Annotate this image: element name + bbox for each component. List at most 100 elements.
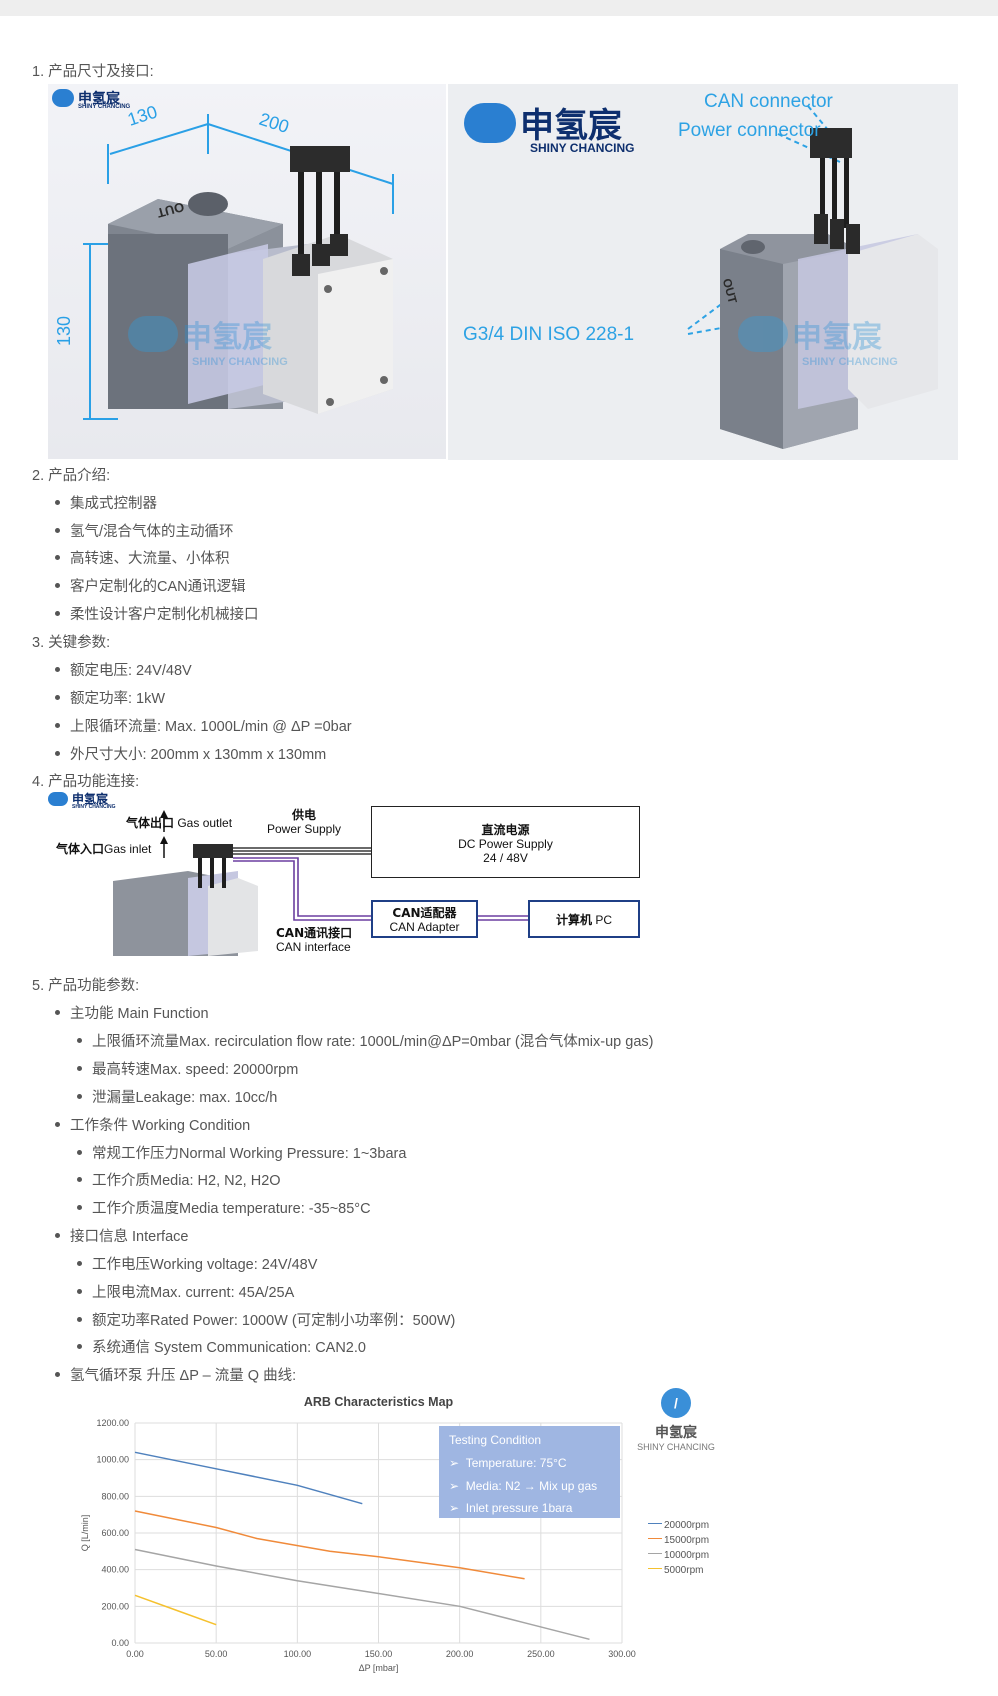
- brand-logo-large-cn: 申氢宸: [520, 106, 623, 146]
- legend-label: 5000rpm: [664, 1565, 704, 1576]
- testing-condition-title: Testing Condition: [449, 1433, 542, 1447]
- series-line-15000rpm: [134, 1510, 525, 1580]
- legend-label: 20000rpm: [664, 1520, 710, 1531]
- bullet-dot: [55, 527, 60, 533]
- section-heading-key-params: 3. 关键参数:: [32, 635, 111, 651]
- legend-item-20000rpm: 20000rpm: [648, 1520, 709, 1531]
- bullet-dot: [55, 610, 60, 616]
- func-item: 额定功率Rated Power: 1000W (可定制小功率例：500W): [77, 1309, 455, 1330]
- section-heading-connection: 4. 产品功能连接:: [32, 774, 140, 790]
- port-out-label-right: OUT: [720, 277, 740, 306]
- can-adapter-box: CAN适配器 CAN Adapter: [371, 900, 478, 938]
- pc-en: PC: [592, 913, 613, 927]
- bullet-dot: [55, 554, 60, 560]
- bullet-dot: [55, 582, 60, 588]
- product-dimensions-image: 130 200 130 OUT 申氢宸 SHINY CHANCING: [48, 84, 446, 459]
- diagram-logo: 申氢宸 SHINY CHANCING: [48, 790, 116, 810]
- bullet-dot: [55, 1009, 60, 1015]
- intro-item: 集成式控制器: [55, 492, 157, 513]
- bullet-dot: [55, 750, 60, 756]
- brand-logo-en: SHINY CHANCING: [78, 104, 131, 110]
- bullet-dot: [77, 1176, 82, 1182]
- legend-label: 15000rpm: [664, 1535, 710, 1546]
- chart-logo-cn: 申氢宸: [655, 1425, 697, 1441]
- legend-swatch: [648, 1537, 662, 1540]
- dc-power-voltage: 24 / 48V: [483, 851, 528, 865]
- testing-condition-item: ➢ Inlet pressure 1bara: [449, 1501, 573, 1515]
- chart-title: ARB Characteristics Map: [304, 1395, 454, 1409]
- func-item: 最高转速Max. speed: 20000rpm: [77, 1058, 298, 1079]
- intro-item: 柔性设计客户定制化机械接口: [55, 603, 259, 624]
- pc-cn: 计算机: [555, 913, 592, 927]
- gas-port-label: G3/4 DIN ISO 228-1: [463, 324, 635, 345]
- bullet-dot: [77, 1316, 82, 1322]
- chart-legend: 20000rpm 15000rpm 10000rpm 5000rpm: [648, 1520, 728, 1590]
- x-tick-label: 300.00: [608, 1649, 636, 1659]
- bullet-dot: [77, 1037, 82, 1043]
- y-tick-label: 800.00: [101, 1491, 129, 1501]
- y-axis-label: Q [L/min]: [80, 1515, 90, 1552]
- port-out-label: OUT: [155, 199, 185, 221]
- legend-swatch: [648, 1552, 662, 1555]
- watermark-right-icon: [738, 316, 788, 352]
- key-param-item: 额定电压: 24V/48V: [55, 659, 192, 680]
- intro-item: 高转速、大流量、小体积: [55, 547, 230, 568]
- gas-inlet-label: 气体入口Gas inlet: [56, 842, 152, 856]
- series-line-20000rpm: [134, 1451, 363, 1505]
- func-group-title: 工作条件 Working Condition: [55, 1114, 250, 1135]
- brand-watermark-right: 申氢宸 SHINY CHANCING: [738, 312, 898, 368]
- key-param-item: 上限循环流量: Max. 1000L/min @ ΔP =0bar: [55, 715, 352, 736]
- x-tick-label: 0.00: [126, 1649, 144, 1659]
- can-connector-label: CAN connector: [704, 91, 833, 112]
- can-adapter-cn: CAN适配器: [392, 906, 457, 920]
- bullet-dot: [55, 1121, 60, 1127]
- chart-logo-icon: /: [661, 1388, 691, 1418]
- bullet-dot: [77, 1343, 82, 1349]
- bullet-dot: [77, 1149, 82, 1155]
- func-group-title: 接口信息 Interface: [55, 1225, 188, 1246]
- func-item: 泄漏量Leakage: max. 10cc/h: [77, 1086, 277, 1107]
- brand-logo-cn: 申氢宸: [78, 91, 121, 107]
- curve-title: 氢气循环泵 升压 ΔP – 流量 Q 曲线:: [55, 1364, 296, 1385]
- dc-power-cn: 直流电源: [481, 823, 530, 837]
- bullet-dot: [77, 1204, 82, 1210]
- key-param-item: 外尺寸大小: 200mm x 130mm x 130mm: [55, 743, 326, 764]
- brand-watermark: 申氢宸 SHINY CHANCING: [128, 312, 288, 368]
- y-tick-label: 600.00: [101, 1528, 129, 1538]
- power-connector-label: Power connector: [678, 120, 821, 141]
- func-item: 上限循环流量Max. recirculation flow rate: 1000…: [77, 1030, 653, 1051]
- legend-swatch: [648, 1567, 662, 1570]
- x-tick-label: 50.00: [205, 1649, 228, 1659]
- testing-condition-item: ➢ Temperature: 75°C: [449, 1456, 567, 1470]
- bullet-dot: [55, 1371, 60, 1377]
- brand-logo-large-icon: [464, 102, 516, 143]
- top-bar: [0, 0, 998, 16]
- chart-brand-logo: / 申氢宸 SHINY CHANCING: [636, 1388, 716, 1452]
- dim-200: 200: [257, 109, 292, 137]
- legend-item-10000rpm: 10000rpm: [648, 1550, 709, 1561]
- func-group-title: 主功能 Main Function: [55, 1002, 209, 1023]
- legend-swatch: [648, 1522, 662, 1525]
- connection-lines: [113, 810, 528, 956]
- diagram-logo-icon: [48, 791, 68, 806]
- dc-power-supply-box: 直流电源 DC Power Supply 24 / 48V: [371, 806, 640, 878]
- series-line-10000rpm: [134, 1548, 590, 1641]
- bullet-dot: [55, 499, 60, 505]
- section-heading-dimensions: 1. 产品尺寸及接口:: [32, 64, 154, 80]
- x-axis-label: ΔP [mbar]: [359, 1663, 399, 1673]
- section-heading-intro: 2. 产品介绍:: [32, 468, 111, 484]
- func-item: 工作电压Working voltage: 24V/48V: [77, 1253, 317, 1274]
- legend-item-15000rpm: 15000rpm: [648, 1535, 709, 1546]
- product-interface-image: OUT 申氢宸 SHINY CHANCING CAN connector Pow…: [448, 84, 958, 460]
- dc-power-en: DC Power Supply: [458, 837, 553, 851]
- func-item: 常规工作压力Normal Working Pressure: 1~3bara: [77, 1142, 406, 1163]
- bullet-dot: [77, 1093, 82, 1099]
- y-tick-label: 0.00: [111, 1638, 129, 1648]
- section-heading-func-params: 5. 产品功能参数:: [32, 978, 140, 994]
- func-item: 工作介质Media: H2, N2, H2O: [77, 1169, 281, 1190]
- bullet-dot: [77, 1260, 82, 1266]
- watermark-right-cn: 申氢宸: [792, 320, 883, 355]
- pump-interface-drawing: OUT: [687, 105, 938, 449]
- arb-characteristics-chart: ARB Characteristics Map0.00200.00400.006…: [80, 1395, 636, 1673]
